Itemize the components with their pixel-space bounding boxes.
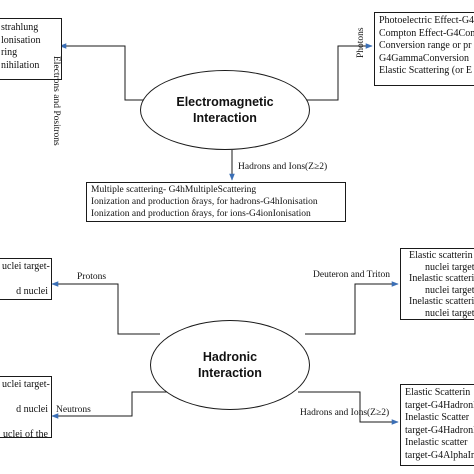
box-line: nihilation (1, 59, 40, 71)
box-line: uclei target- (2, 379, 50, 390)
had-to-protons-connector (51, 281, 160, 335)
had-title-line2: Interaction (198, 366, 262, 380)
had-to-ions-connector (298, 391, 399, 425)
em-title-line2: Interaction (193, 111, 257, 125)
box-line: Inelastic scatter (405, 437, 468, 448)
em-to-photons-connector (296, 43, 373, 101)
em-center-box: Multiple scattering- G4hMultipleScatteri… (86, 182, 346, 222)
had-top-left-box: uclei target- d nuclei (0, 258, 52, 300)
had-top-right-box: Elastic scatterin nuclei target- Inelast… (400, 248, 474, 320)
box-line: d nuclei (16, 286, 48, 297)
deuteron-triton-label: Deuteron and Triton (313, 270, 391, 280)
had-title-line1: Hadronic (202, 350, 258, 364)
box-line: uclei of the (3, 429, 48, 438)
box-line: ring (1, 47, 18, 58)
box-line: Compton Effect-G4Com (379, 27, 474, 39)
box-line: lonisation (1, 34, 41, 46)
box-line: nuclei target- (425, 307, 474, 319)
had-bottom-right-box: Elastic Scatterin target-G4Hadronl Inela… (400, 384, 474, 466)
hadronic-interaction-node: Hadronic Interaction (150, 320, 310, 410)
box-line: target-G4Hadronl (405, 399, 474, 411)
protons-label: Protons (77, 272, 107, 282)
electrons-positrons-label: Electrons and Positrons (51, 56, 61, 146)
em-right-box: Photoelectric Effect-G4 Compton Effect-G… (374, 12, 474, 86)
box-line: uclei target- (2, 261, 50, 272)
box-line: Photoelectric Effect-G4 (379, 15, 474, 26)
box-line: target-G4Hadronl (405, 424, 474, 436)
box-line: Inelastic scatterin (409, 273, 474, 284)
photons-label: Photons (356, 27, 366, 58)
box-line: G4GammaConversion (379, 52, 469, 64)
neutrons-label: Neutrons (56, 405, 91, 415)
had-to-neutrons-connector (51, 391, 168, 419)
box-line: Elastic scatterin (409, 250, 473, 261)
box-line: nuclei target- (425, 261, 474, 273)
box-line: nuclei target- (425, 284, 474, 296)
em-left-box: strahlung lonisation ring nihilation (0, 18, 62, 80)
box-line: Multiple scattering- G4hMultipleScatteri… (91, 185, 257, 195)
box-line (2, 274, 48, 287)
box-line: Ionization and production δrays, for ion… (91, 209, 311, 219)
em-title-line1: Electromagnetic (176, 95, 274, 109)
box-line: Inelastic Scatter (405, 412, 470, 423)
had-to-deuteron-connector (305, 281, 399, 335)
box-line (2, 417, 48, 430)
box-line: Conversion range or pr (379, 40, 472, 51)
em-to-electrons-connector (59, 43, 148, 101)
box-line: strahlung (1, 22, 39, 33)
box-line: Elastic Scattering (or E (379, 65, 473, 76)
box-line: Inelastic scatterin (409, 296, 474, 307)
electromagnetic-interaction-node: Electromagnetic Interaction (140, 70, 310, 150)
box-line: d nuclei (16, 404, 48, 415)
box-line: Elastic Scatterin (405, 387, 471, 398)
box-line: target-G4AlphaIn (405, 449, 474, 461)
hadrons-ions-label: Hadrons and Ions(Z≥2) (238, 162, 328, 172)
box-line: Ionization and production δrays, for had… (91, 197, 318, 207)
hadrons-ions-z2-label: Hadrons and Ions(Z≥2) (300, 408, 390, 418)
had-bottom-left-box: uclei target- d nuclei uclei of the (0, 376, 52, 438)
box-line (2, 392, 48, 405)
